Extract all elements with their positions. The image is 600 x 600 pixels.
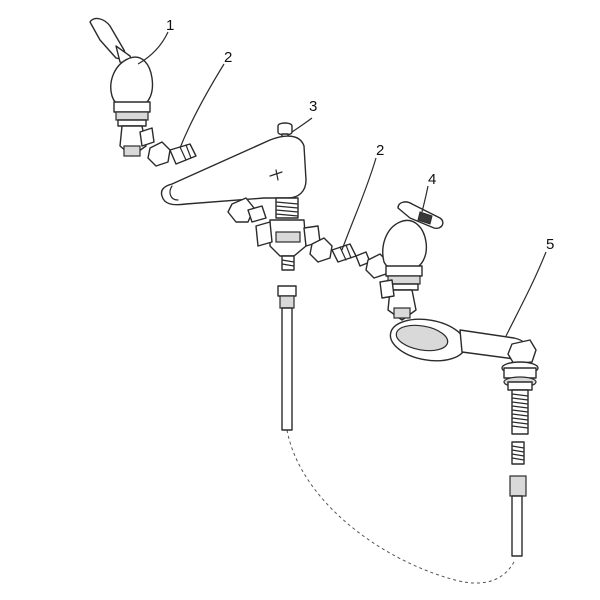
feed-pipe-under-spout: [277, 285, 297, 431]
callout-label-1: 1: [166, 17, 174, 34]
leader-line-5: [505, 251, 547, 337]
leader-line-1: [137, 31, 169, 65]
leader-line-2-right: [341, 157, 377, 251]
callout-label-5: 5: [546, 236, 554, 253]
callout-label-2-left: 2: [224, 49, 232, 66]
leader-line-2-left: [179, 63, 225, 149]
leader-line-3: [291, 117, 313, 133]
callout-label-3: 3: [309, 98, 317, 115]
connector-part-2-left: [147, 141, 197, 167]
connector-part-2-right: [309, 237, 389, 279]
right-handle-valve-part-4: [379, 201, 444, 321]
callout-label-2-right: 2: [376, 142, 384, 159]
spout-part-3: [160, 122, 321, 271]
left-handle-valve-part-1: [89, 17, 155, 157]
callout-label-4: 4: [428, 171, 436, 188]
leader-line-4: [421, 185, 429, 213]
handshower-part-5: [389, 318, 539, 557]
flexible-hose-dashed-path: [286, 429, 516, 584]
